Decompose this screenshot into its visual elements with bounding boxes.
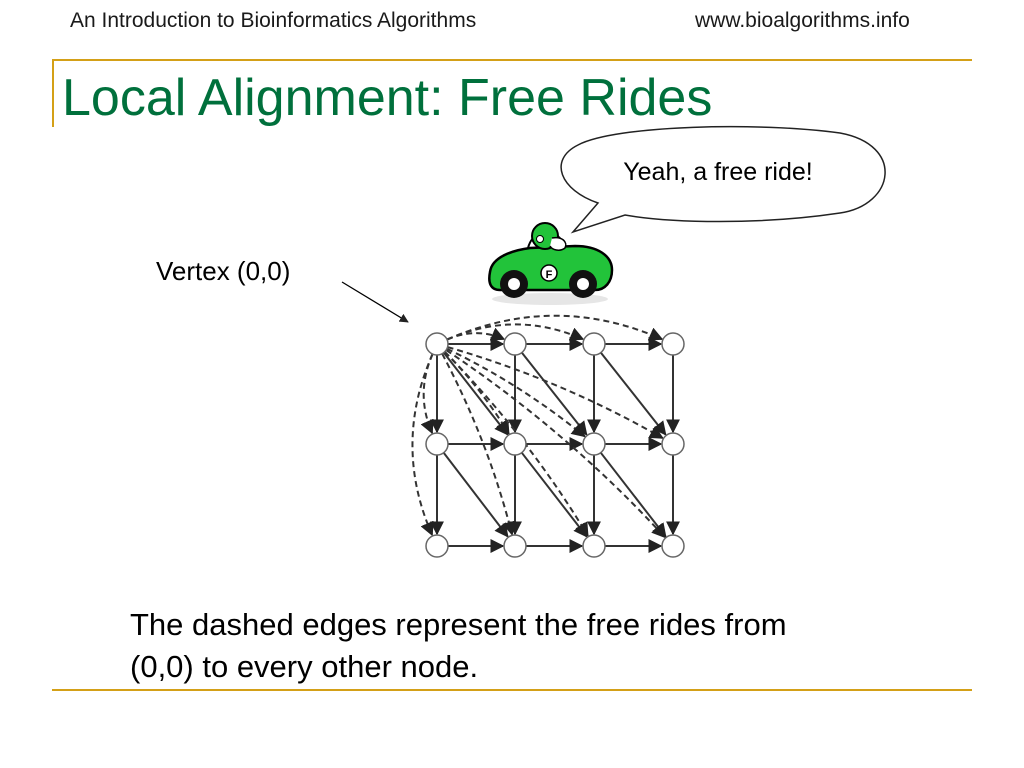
speech-bubble-text: Yeah, a free ride! (623, 158, 813, 186)
graph-node-1-2 (582, 432, 606, 456)
car-badge: F (546, 269, 553, 281)
edge-diag-1-0 (442, 452, 509, 538)
car-icon: F (488, 222, 614, 305)
free-ride-edge-1-0 (420, 353, 434, 435)
free-ride-edge-0-2 (446, 323, 585, 341)
graph-node-0-3 (661, 332, 685, 356)
caption-line-1: The dashed edges represent the free ride… (130, 607, 787, 642)
graph-node-2-1 (503, 534, 527, 558)
free-ride-edge-1-3 (447, 346, 664, 439)
bottom-divider (52, 689, 972, 691)
speech-bubble: Yeah, a free ride! (560, 125, 886, 234)
free-ride-edge-0-1 (446, 327, 506, 341)
slide-caption: The dashed edges represent the free ride… (130, 604, 890, 688)
slide-title: Local Alignment: Free Rides (62, 69, 713, 127)
graph-node-2-2 (582, 534, 606, 558)
edge-diag-0-2 (600, 352, 667, 436)
free-ride-edge-2-0 (411, 353, 434, 537)
caption-line-2: (0,0) to every other node. (130, 649, 479, 684)
header-website: www.bioalgorithms.info (695, 9, 910, 32)
graph-node-0-2 (582, 332, 606, 356)
free-ride-edge-0-3 (446, 314, 664, 341)
free-ride-edge-2-1 (441, 353, 516, 536)
header-course-title: An Introduction to Bioinformatics Algori… (70, 9, 477, 32)
edge-diag-1-2 (599, 452, 667, 538)
graph-node-0-0 (425, 332, 449, 356)
graph-node-2-0 (425, 534, 449, 558)
edge-diag-0-1 (521, 352, 588, 436)
vertex-pointer-arrow (341, 281, 409, 323)
graph-node-1-3 (661, 432, 685, 456)
free-ride-edge-2-3 (445, 349, 666, 539)
title-accent-bar (52, 59, 54, 127)
graph-node-0-1 (503, 332, 527, 356)
edge-diag-1-1 (520, 452, 588, 538)
edge-diag-0-0 (442, 352, 509, 436)
alignment-grid-graph (411, 314, 685, 558)
graph-node-1-1 (503, 432, 527, 456)
free-ride-edge-2-2 (444, 351, 589, 537)
graph-node-1-0 (425, 432, 449, 456)
graph-node-2-3 (661, 534, 685, 558)
free-ride-edge-1-2 (446, 347, 586, 438)
top-divider (52, 59, 972, 61)
vertex-label: Vertex (0,0) (156, 256, 291, 286)
